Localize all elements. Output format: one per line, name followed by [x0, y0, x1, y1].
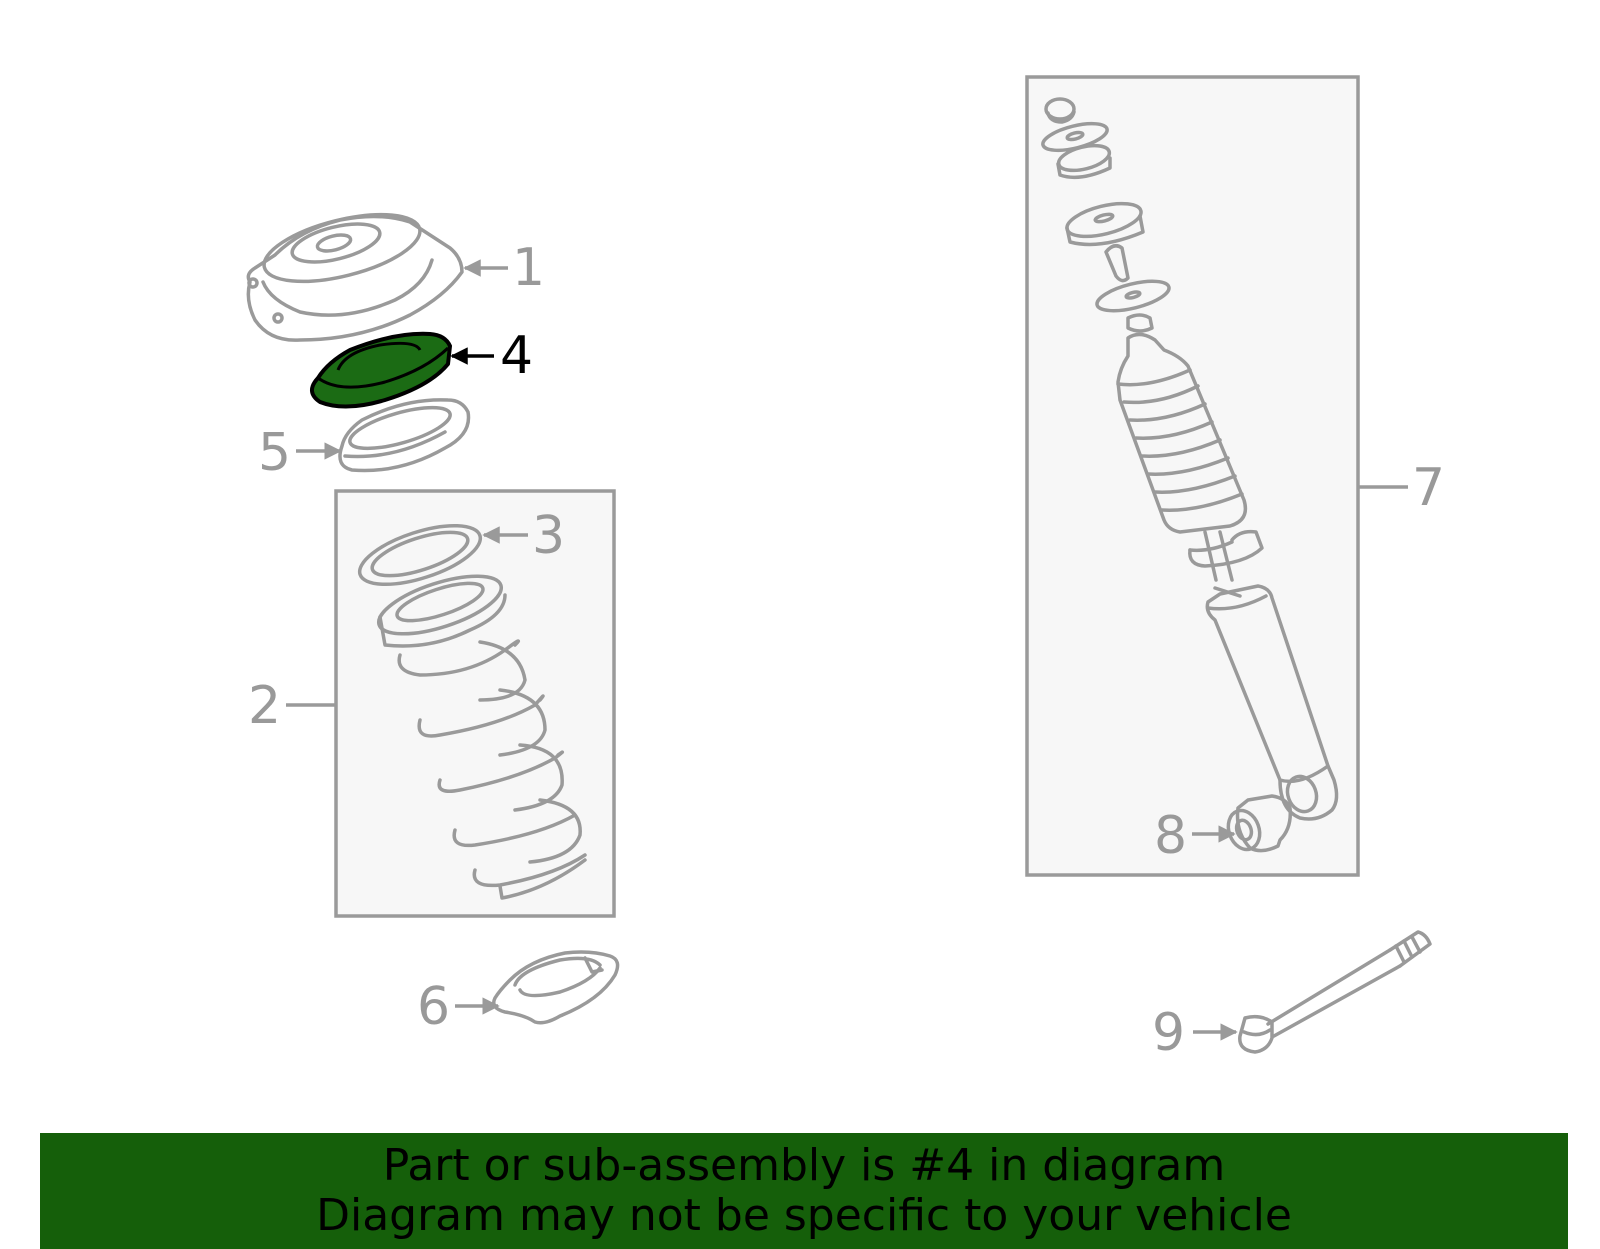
callout-3: 3 [532, 506, 565, 566]
part-7-shock-absorber [1041, 97, 1339, 821]
part-4-spring-seat-highlighted [310, 331, 452, 409]
part-9-bolt [1238, 930, 1432, 1054]
part-1-upper-mount [246, 212, 464, 342]
part-6-lower-pad [492, 950, 620, 1025]
shock-assembly-box [1025, 75, 1360, 877]
callout-5: 5 [258, 423, 291, 483]
banner-line-2: Diagram may not be specific to your vehi… [316, 1190, 1292, 1241]
callout-2: 2 [248, 676, 281, 736]
callout-1: 1 [512, 238, 545, 298]
spring-assembly-box [334, 489, 616, 918]
callout-8: 8 [1154, 806, 1187, 866]
callout-6: 6 [417, 977, 450, 1037]
callout-9: 9 [1152, 1003, 1185, 1063]
banner-line-1: Part or sub-assembly is #4 in diagram [382, 1140, 1226, 1191]
part-3-insulator-ring [357, 523, 483, 587]
part-5-isolator [338, 398, 471, 473]
info-banner: Part or sub-assembly is #4 in diagram Di… [40, 1133, 1568, 1249]
callout-7: 7 [1412, 458, 1445, 518]
callout-4: 4 [500, 326, 533, 386]
part-2-coil-spring [377, 574, 587, 900]
